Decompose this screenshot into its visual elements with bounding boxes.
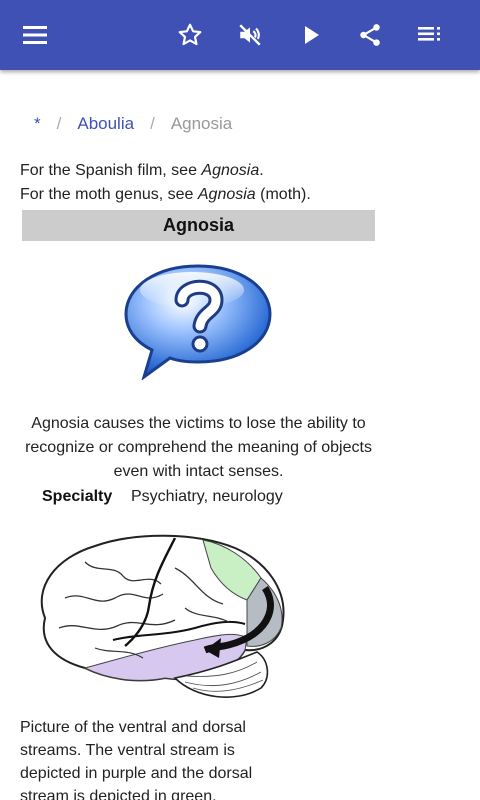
- app-bar: [0, 0, 480, 70]
- play-icon: [305, 26, 319, 44]
- question-bubble-icon[interactable]: [122, 262, 274, 385]
- breadcrumb-separator: /: [150, 114, 155, 133]
- share-button[interactable]: [349, 14, 391, 56]
- menu-button[interactable]: [14, 14, 56, 56]
- hatnote-moth: For the moth genus, see Agnosia (moth).: [20, 186, 311, 204]
- specialty-label: Specialty: [42, 488, 113, 505]
- figure-caption: Picture of the ventral and dorsal stream…: [20, 719, 253, 800]
- volume-off-icon: [239, 24, 261, 46]
- breadcrumb: * / Aboulia / Agnosia: [34, 114, 232, 134]
- favorite-button[interactable]: [169, 14, 211, 56]
- share-icon: [360, 24, 380, 46]
- play-button[interactable]: [290, 14, 332, 56]
- mute-button[interactable]: [229, 14, 271, 56]
- hatnote-moth-link[interactable]: Agnosia: [197, 186, 256, 203]
- hatnote-moth-text: For the moth genus, see: [20, 186, 198, 203]
- breadcrumb-home[interactable]: *: [34, 114, 41, 133]
- brain-streams-diagram[interactable]: [25, 528, 287, 713]
- specialty-value[interactable]: Psychiatry, neurology: [131, 488, 283, 505]
- hatnote-film: For the Spanish film, see Agnosia.: [20, 162, 264, 180]
- hamburger-menu-icon: [23, 26, 47, 44]
- hatnote-film-text: For the Spanish film, see: [20, 162, 202, 179]
- hatnote-moth-suffix: (moth).: [255, 186, 311, 203]
- hatnote-film-link[interactable]: Agnosia: [201, 162, 260, 179]
- breadcrumb-parent[interactable]: Aboulia: [77, 114, 135, 133]
- infobox-caption: Agnosia causes the victims to lose the a…: [25, 415, 372, 480]
- breadcrumb-separator: /: [56, 114, 62, 133]
- hatnote-film-suffix: .: [259, 162, 264, 179]
- playlist-icon: [418, 27, 440, 41]
- infobox-title: Agnosia: [22, 210, 375, 241]
- playlist-button[interactable]: [409, 14, 451, 56]
- breadcrumb-current: Agnosia: [170, 114, 233, 133]
- star-outline-icon: [178, 23, 202, 46]
